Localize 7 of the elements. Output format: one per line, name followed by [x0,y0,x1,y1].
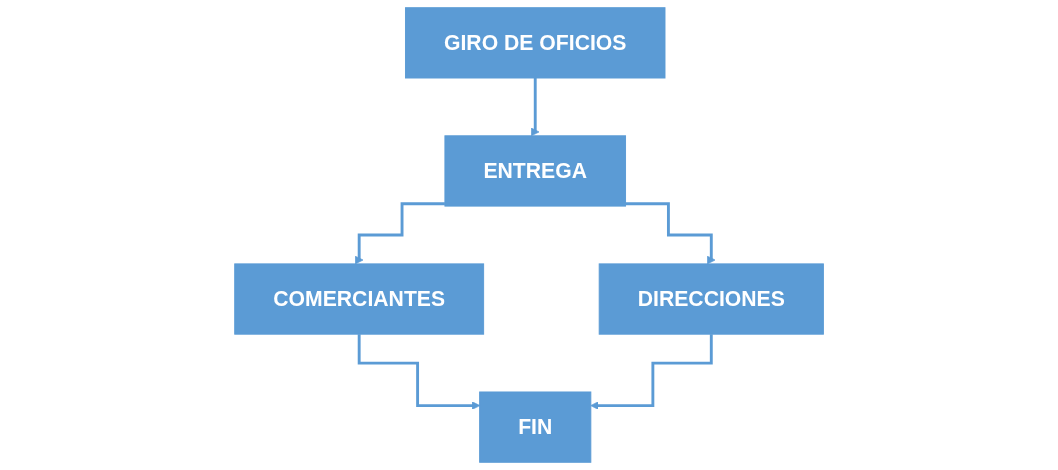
arrow [354,202,445,265]
node-box: FIN [479,391,592,463]
arrow [625,202,716,265]
node-box: COMERCIANTES [234,263,485,335]
node-box: DIRECCIONES [598,263,824,335]
node-box: GIRO DE OFICIOS [404,7,666,79]
node-box: ENTREGA [444,135,626,207]
